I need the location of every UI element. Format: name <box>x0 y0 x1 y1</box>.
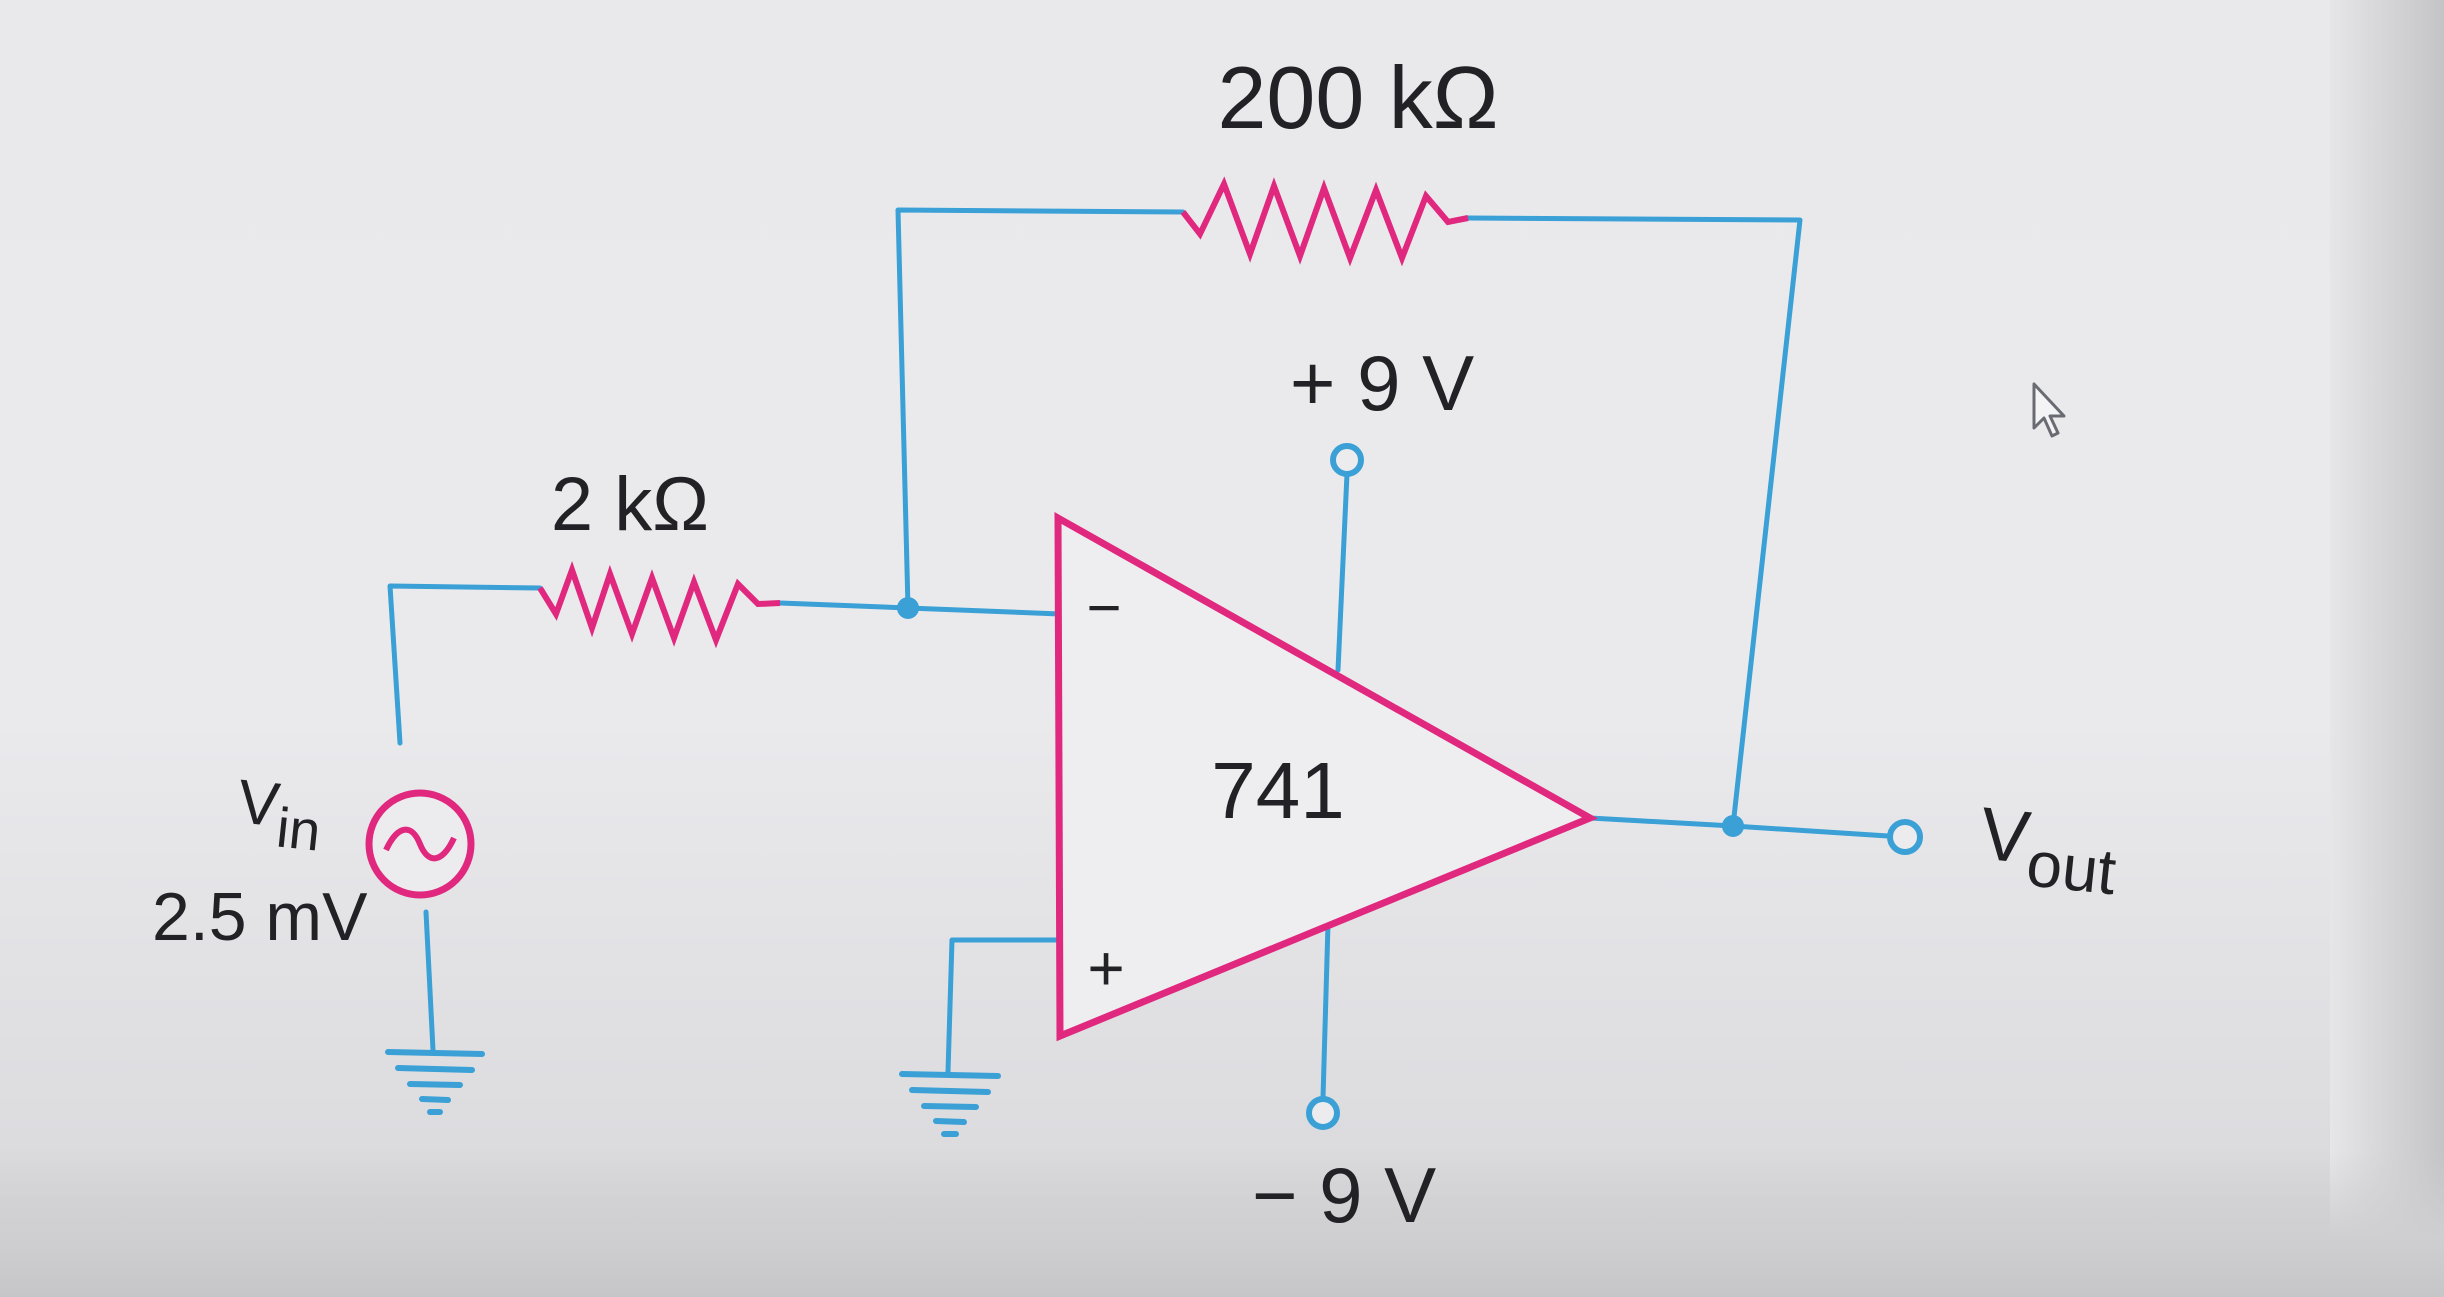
ac-source-icon <box>365 789 475 899</box>
output-node-dot <box>1722 815 1744 837</box>
inverting-input-symbol: − <box>1086 574 1121 641</box>
output-name-main: V <box>1976 791 2034 879</box>
negative-supply-label: − 9 V <box>1252 1151 1436 1239</box>
circuit-wires <box>387 207 1891 1101</box>
feedback-resistor-label: 200 kΩ <box>1217 48 1498 147</box>
ground-icon <box>385 1049 485 1115</box>
source-value-label: 2.5 mV <box>152 879 368 955</box>
positive-supply-wire <box>1335 471 1350 673</box>
monitor-bezel <box>0 1150 2444 1297</box>
output-wire <box>1587 815 1736 829</box>
positive-supply-label: + 9 V <box>1290 339 1474 427</box>
feedback-wire <box>895 207 1186 611</box>
output-terminal <box>1887 819 1923 855</box>
input-resistor-label: 2 kΩ <box>551 462 709 547</box>
input-resistor <box>537 561 781 649</box>
source-name-label: Vin <box>233 767 327 862</box>
inverting-node-dot <box>897 597 919 619</box>
noninverting-ground-wire <box>945 937 1063 1075</box>
opamp-triangle <box>1054 511 1599 1042</box>
output-name-subscript: out <box>2023 827 2119 908</box>
mouse-pointer-icon <box>2032 382 2066 438</box>
monitor-edge <box>2330 0 2444 1297</box>
positive-supply-terminal <box>1330 443 1364 477</box>
source-name-subscript: in <box>274 795 324 862</box>
feedback-resistor <box>1180 176 1469 267</box>
noninverting-input-symbol: + <box>1087 932 1124 1004</box>
source-name-main: V <box>235 767 284 840</box>
output-terminal-wire <box>1730 823 1891 839</box>
input-wire <box>387 583 543 746</box>
ground-icon <box>899 1071 1001 1137</box>
feedback-wire-right <box>1465 215 1803 829</box>
output-label: Vout <box>1974 791 2123 908</box>
node-to-inverting-wire <box>905 605 1063 617</box>
opamp-label: 741 <box>1211 746 1344 835</box>
negative-supply-wire <box>1320 921 1331 1101</box>
source-ground-wire <box>423 909 436 1053</box>
input-to-node-wire <box>777 600 911 611</box>
negative-supply-terminal <box>1306 1096 1340 1130</box>
